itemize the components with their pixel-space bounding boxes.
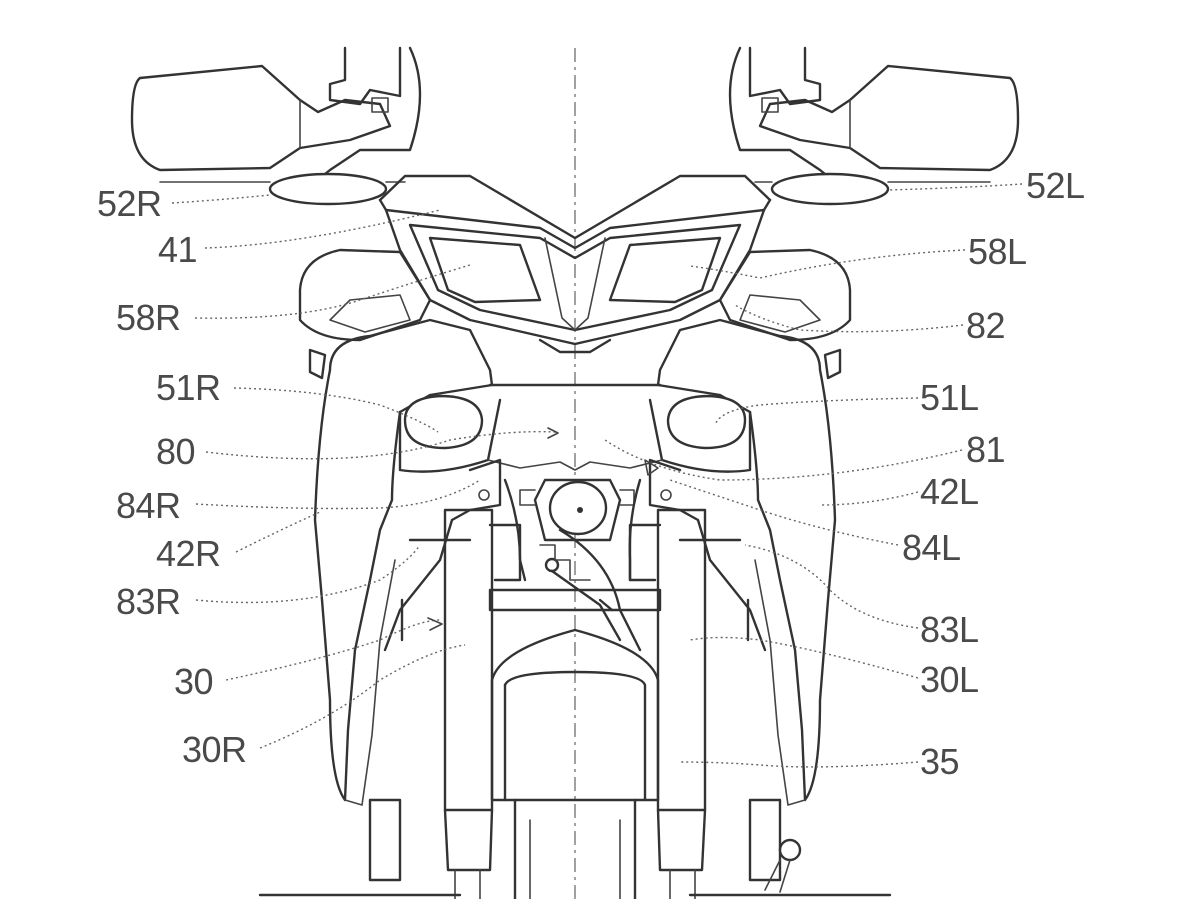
headlight-left-lens [608, 236, 722, 304]
front-cowl-upper [378, 174, 772, 250]
label-58L: 58L [968, 231, 1027, 272]
inner-duct-left [648, 458, 767, 652]
label-42L: 42L [920, 471, 979, 512]
handlebar-control-left [728, 46, 832, 180]
front-fork-left [656, 508, 707, 899]
label-30L: 30L [920, 659, 979, 700]
side-fairing-left [656, 318, 837, 806]
label-80: 80 [156, 431, 195, 472]
label-51R: 51R [156, 367, 221, 408]
steering-head [503, 478, 642, 652]
air-inlet-left [666, 394, 747, 450]
label-58R: 58R [116, 297, 181, 338]
air-inlet-right [403, 394, 484, 450]
leader-lines [171, 183, 1023, 768]
front-fork-right [443, 508, 494, 899]
lower-brackets [258, 798, 892, 897]
label-30R: 30R [182, 729, 247, 770]
label-52L: 52L [1026, 165, 1085, 206]
label-84L: 84L [902, 527, 961, 568]
headlight-right-lens [428, 236, 542, 304]
lower-frame [400, 523, 750, 642]
hand-guard-right [130, 64, 392, 172]
side-fairing-right [313, 318, 494, 806]
label-81: 81 [966, 429, 1005, 470]
front-wheel [513, 798, 637, 899]
label-52R: 52R [97, 183, 162, 224]
label-51L: 51L [920, 377, 979, 418]
label-82: 82 [966, 305, 1005, 346]
label-83L: 83L [920, 609, 979, 650]
label-30: 30 [174, 661, 213, 702]
label-42R: 42R [156, 533, 221, 574]
label-84R: 84R [116, 485, 181, 526]
side-fairing-upper-left [718, 248, 852, 380]
turn-signal-right [268, 172, 388, 206]
hand-guard-left [758, 64, 1020, 172]
reference-labels: 52R 41 58R 51R 80 84R 42R 83R 30 30R 52L… [97, 165, 1085, 782]
label-41: 41 [158, 229, 197, 270]
label-83R: 83R [116, 581, 181, 622]
center-duct [398, 383, 752, 473]
label-35: 35 [920, 741, 959, 782]
side-fairing-upper-right [298, 248, 432, 380]
inner-duct-right [383, 458, 502, 652]
turn-signal-left [770, 172, 890, 206]
handlebar-control-right [318, 46, 422, 180]
front-fender [490, 628, 660, 802]
